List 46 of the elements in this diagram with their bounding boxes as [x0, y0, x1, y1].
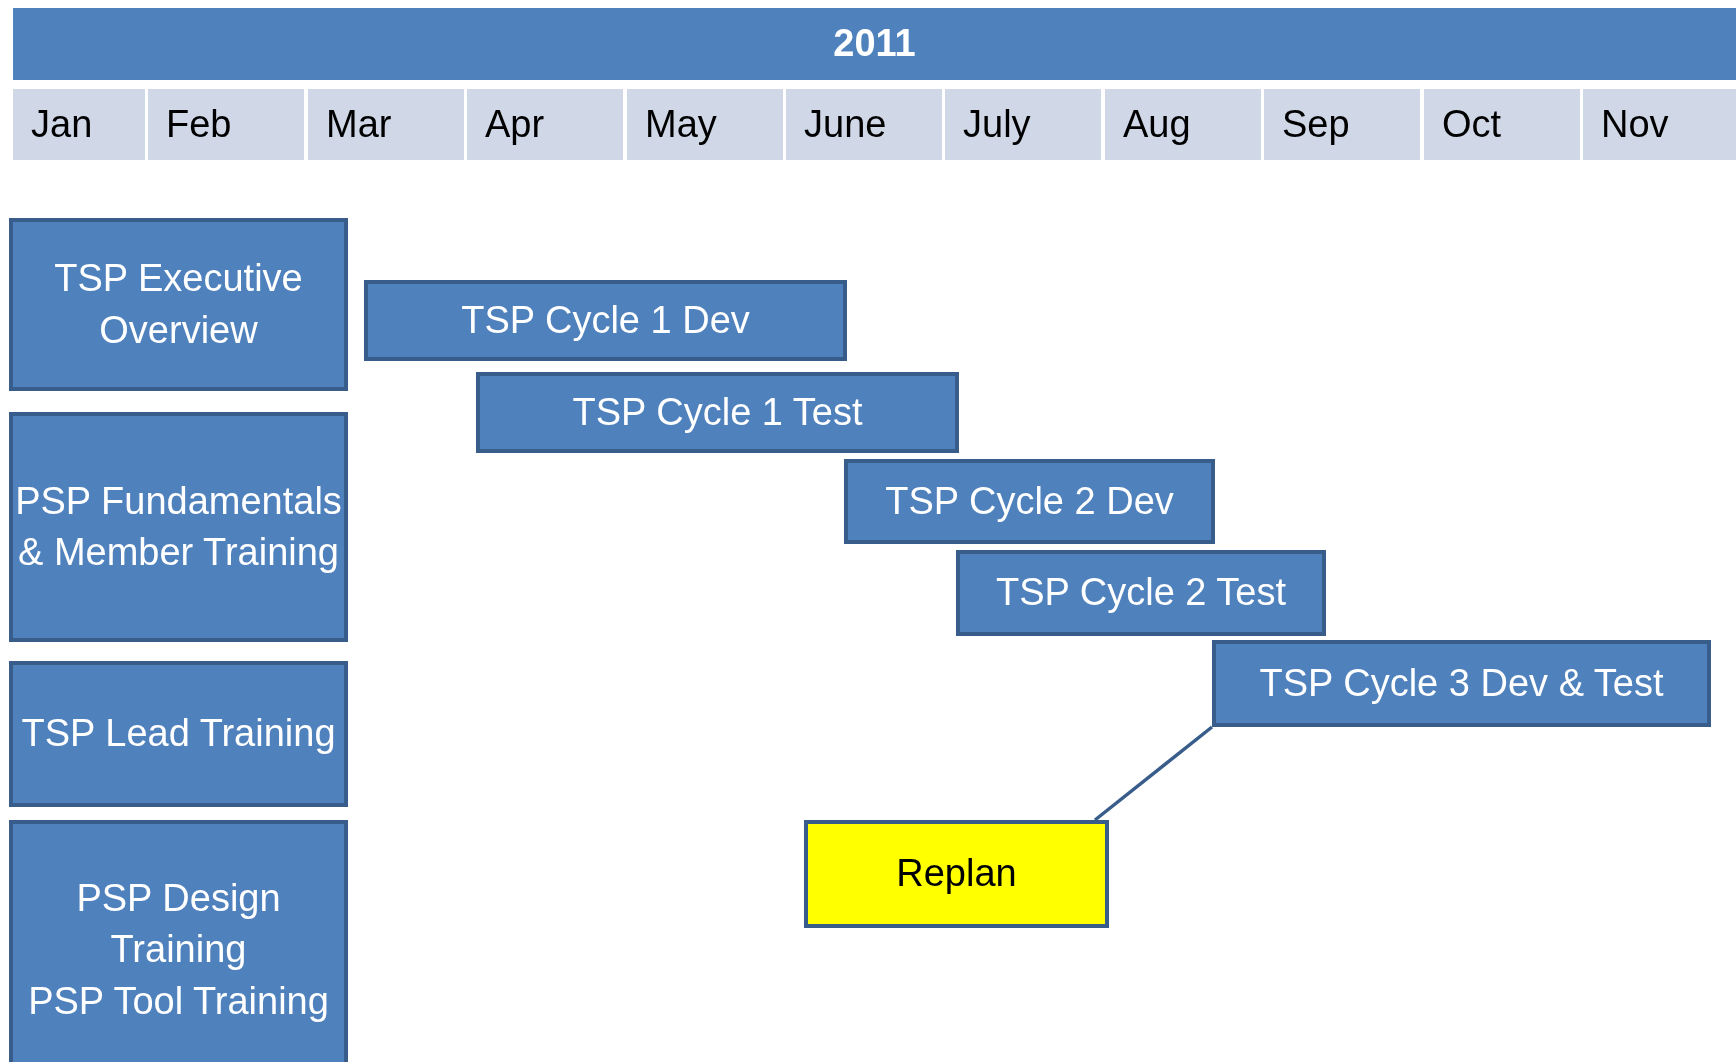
- month-label: Oct: [1442, 101, 1502, 147]
- training-label: PSP Design Training: [75, 876, 282, 973]
- task-label: TSP Cycle 1 Dev: [461, 297, 750, 343]
- task-label: TSP Cycle 2 Test: [995, 570, 1286, 616]
- task-bar: [476, 372, 959, 453]
- training-label: TSP Executive Overview: [53, 256, 304, 353]
- year-label: 2011: [833, 21, 916, 67]
- connector-line: [1093, 725, 1214, 822]
- task-bar: [1212, 640, 1711, 727]
- month-label: Nov: [1601, 101, 1669, 147]
- note-label: Replan: [896, 851, 1017, 897]
- training-box: [9, 412, 348, 642]
- task-label: TSP Cycle 1 Test: [572, 389, 863, 435]
- month-label: Apr: [485, 101, 545, 147]
- month-label: June: [804, 101, 887, 147]
- month-header: [1264, 89, 1420, 160]
- year-header: [13, 8, 1736, 80]
- month-header: [148, 89, 304, 160]
- month-label: May: [645, 101, 717, 147]
- task-label: TSP Cycle 3 Dev & Test: [1259, 660, 1664, 706]
- month-header: [1583, 89, 1736, 160]
- task-bar: [956, 550, 1326, 636]
- month-header: [1105, 89, 1261, 160]
- month-header: [627, 89, 783, 160]
- training-label: PSP Fundamentals & Member Training: [14, 478, 343, 575]
- month-label: Sep: [1282, 101, 1350, 147]
- training-box: [9, 661, 348, 807]
- month-header: [1424, 89, 1580, 160]
- task-label: TSP Cycle 2 Dev: [885, 478, 1174, 524]
- training-label: TSP Lead Training: [21, 711, 336, 757]
- training-label: PSP Tool Training: [28, 978, 329, 1024]
- month-label: Feb: [166, 101, 232, 147]
- month-label: Aug: [1123, 101, 1191, 147]
- month-header: [467, 89, 623, 160]
- note-box: [804, 820, 1109, 928]
- month-header: [13, 89, 145, 160]
- month-label: July: [963, 101, 1031, 147]
- task-bar: [364, 280, 847, 361]
- month-header: [308, 89, 464, 160]
- training-box: [9, 218, 348, 391]
- month-header: [945, 89, 1101, 160]
- task-bar: [844, 459, 1215, 544]
- month-header: [786, 89, 942, 160]
- training-box: [9, 820, 348, 1062]
- month-label: Mar: [326, 101, 392, 147]
- month-label: Jan: [31, 101, 93, 147]
